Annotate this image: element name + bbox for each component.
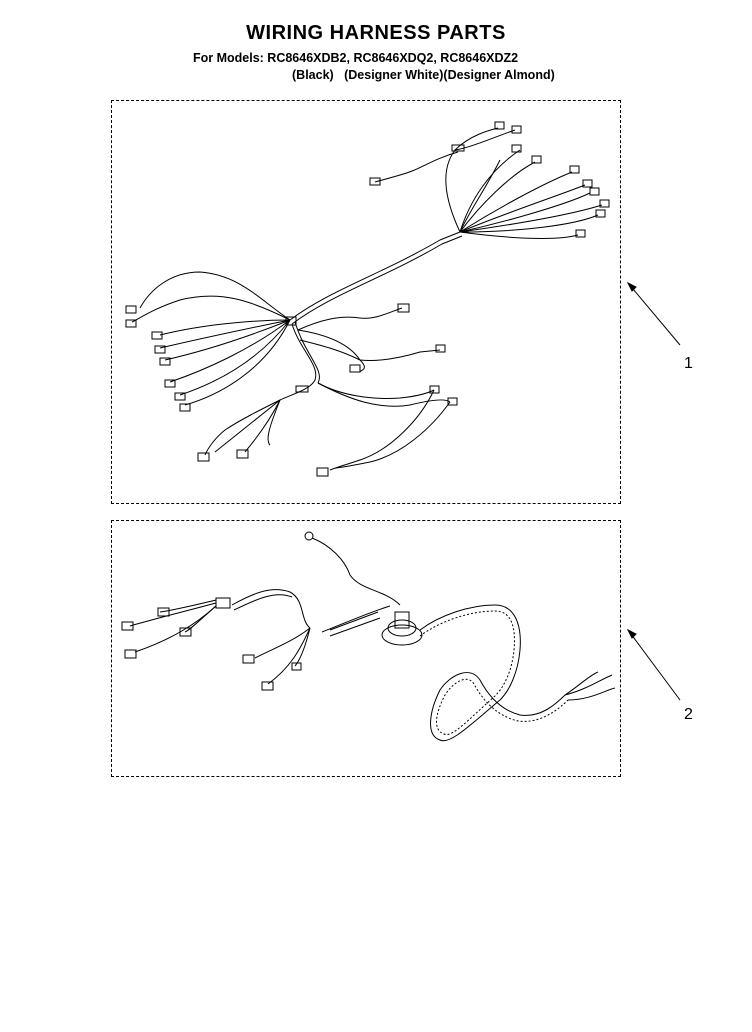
part-1-box bbox=[111, 100, 621, 504]
switch-cord-drawing bbox=[121, 531, 616, 742]
part-2-box bbox=[111, 520, 621, 777]
callout-number-1: 1 bbox=[684, 355, 693, 372]
callout-number-2: 2 bbox=[684, 706, 693, 723]
variants-line: (Black) (Designer White)(Designer Almond… bbox=[292, 68, 555, 82]
main-harness-drawing bbox=[125, 121, 610, 477]
diagram-title: WIRING HARNESS PARTS bbox=[246, 22, 506, 44]
models-line: For Models: RC8646XDB2, RC8646XDQ2, RC86… bbox=[193, 51, 519, 65]
leader-lines bbox=[626, 281, 681, 701]
